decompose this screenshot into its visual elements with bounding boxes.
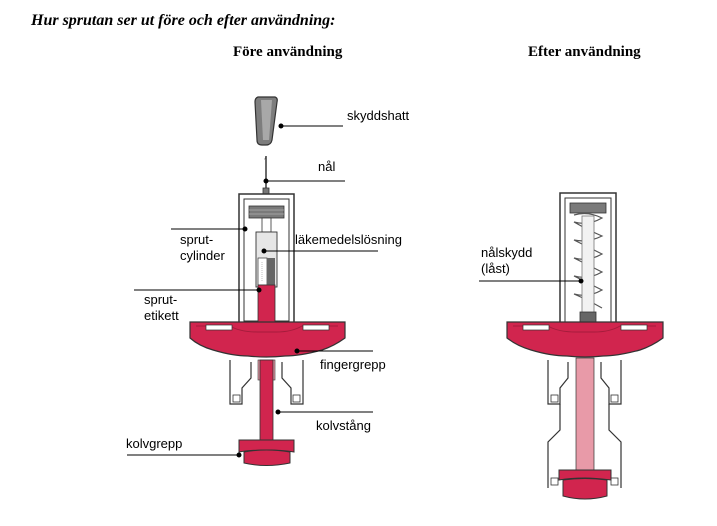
label-needle-guard-line1: nålskydd: [481, 245, 533, 260]
label-syringe-label-line1: sprut-: [144, 292, 178, 307]
plunger-head: [238, 439, 295, 466]
label-medicine: läkemedelslösning: [295, 232, 402, 247]
syringe-after: [506, 192, 664, 500]
label-needle: nål: [318, 159, 336, 174]
plunger-rod: [259, 359, 274, 443]
after-use-title: Efter användning: [528, 44, 641, 60]
before-use-title: Före användning: [233, 44, 343, 60]
label-barrel-line2: cylinder: [180, 248, 225, 263]
page-heading: Hur sprutan ser ut före och efter använd…: [31, 12, 336, 29]
plunger-rod-after: [575, 357, 595, 471]
needle-cap: [254, 96, 278, 146]
lower-frame-after: [547, 360, 622, 488]
label-cap: skyddshatt: [347, 108, 410, 123]
label-syringe-label-line2: etikett: [144, 308, 179, 323]
leader-lines: [127, 123, 584, 458]
label-needle-guard-line2: (låst): [481, 261, 510, 276]
syringe-before: [189, 96, 346, 466]
label-plunger-rod: kolvstång: [316, 418, 371, 433]
plunger-head-after: [558, 469, 612, 500]
medicine-solution: [255, 231, 278, 326]
label-finger-grip: fingergrepp: [320, 357, 386, 372]
finger-grip-after: [506, 321, 664, 358]
finger-grip: [189, 321, 346, 358]
label-plunger-head: kolvgrepp: [126, 436, 183, 451]
label-barrel-line1: sprut-: [180, 232, 214, 247]
